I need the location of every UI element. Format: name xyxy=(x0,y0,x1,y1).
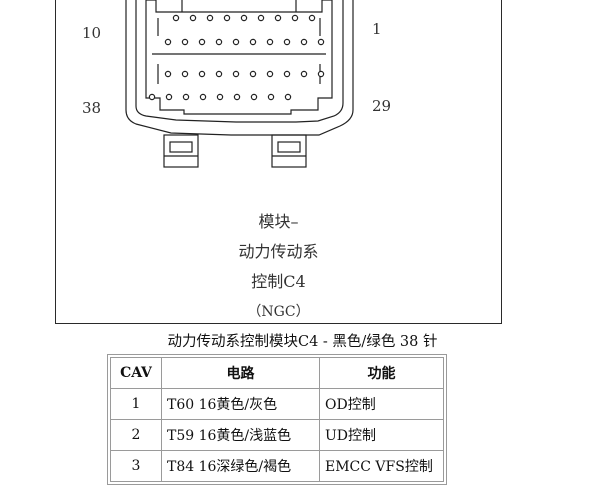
pin-hole xyxy=(266,38,274,46)
pin-hole xyxy=(266,70,274,78)
pin-hole xyxy=(249,38,257,46)
pin-hole xyxy=(198,70,206,78)
module-label-line-1: 模块– xyxy=(258,212,299,231)
function-cell: OD控制 xyxy=(319,388,444,420)
pin-hole xyxy=(181,70,189,78)
pin-label-29: 29 xyxy=(372,97,392,115)
pin-hole xyxy=(308,14,316,22)
pin-hole xyxy=(215,70,223,78)
module-label-line-4: （NGC） xyxy=(247,304,310,320)
pin-hole xyxy=(249,70,257,78)
header-function: 功能 xyxy=(319,357,444,389)
pin-hole xyxy=(165,93,173,101)
table-row: 1 T60 16黄色/灰色 OD控制 xyxy=(110,388,444,420)
table-header-row: CAV 电路 功能 xyxy=(110,357,444,389)
module-label-line-3: 控制C4 xyxy=(251,272,306,291)
pin-label-1: 1 xyxy=(372,20,382,38)
pin-hole xyxy=(148,93,156,101)
table-row: 3 T84 16深绿色/褐色 EMCC VFS控制 xyxy=(110,450,444,482)
pin-hole xyxy=(317,38,325,46)
cav-cell: 1 xyxy=(110,388,162,420)
pin-hole xyxy=(257,14,265,22)
pin-label-38: 38 xyxy=(82,99,102,117)
pin-hole xyxy=(182,93,190,101)
left-lock-tab xyxy=(163,134,199,168)
pin-hole xyxy=(274,14,282,22)
header-cav: CAV xyxy=(110,357,162,389)
pin-hole xyxy=(181,38,189,46)
connector-inner-shell xyxy=(135,0,344,123)
pin-hole xyxy=(216,93,224,101)
pin-label-10: 10 xyxy=(82,24,102,42)
pin-hole xyxy=(300,38,308,46)
pin-hole xyxy=(232,70,240,78)
pin-hole xyxy=(283,70,291,78)
pin-cavity-frame xyxy=(145,0,333,115)
right-lock-tab xyxy=(271,134,307,168)
circuit-cell: T60 16黄色/灰色 xyxy=(161,388,320,420)
connector-figure: 10 1 38 29 模块– 动力传动系 控制C4 （NGC） xyxy=(55,0,502,324)
function-cell: UD控制 xyxy=(319,419,444,451)
function-cell: EMCC VFS控制 xyxy=(319,450,444,482)
pin-hole xyxy=(164,38,172,46)
pin-hole xyxy=(189,14,197,22)
pin-hole xyxy=(164,70,172,78)
pin-hole xyxy=(198,38,206,46)
pin-hole xyxy=(267,93,275,101)
pin-hole xyxy=(240,14,248,22)
pin-hole xyxy=(172,14,180,22)
pin-hole xyxy=(250,93,258,101)
pin-hole xyxy=(223,14,231,22)
pin-hole xyxy=(291,14,299,22)
connector-drawing xyxy=(125,0,354,168)
table-row: 2 T59 16黄色/浅蓝色 UD控制 xyxy=(110,419,444,451)
pin-hole xyxy=(232,38,240,46)
circuit-cell: T84 16深绿色/褐色 xyxy=(161,450,320,482)
pin-hole xyxy=(206,14,214,22)
header-circuit: 电路 xyxy=(161,357,320,389)
pin-hole xyxy=(215,38,223,46)
circuit-cell: T59 16黄色/浅蓝色 xyxy=(161,419,320,451)
cav-cell: 3 xyxy=(110,450,162,482)
pin-hole xyxy=(300,70,308,78)
figure-caption: 动力传动系控制模块C4 - 黑色/绿色 38 针 xyxy=(167,334,438,350)
pin-hole xyxy=(317,70,325,78)
pin-hole xyxy=(283,38,291,46)
pin-hole xyxy=(284,93,292,101)
module-label-line-2: 动力传动系 xyxy=(238,242,319,261)
cav-cell: 2 xyxy=(110,419,162,451)
pin-hole xyxy=(233,93,241,101)
pin-hole xyxy=(199,93,207,101)
pinout-table: CAV 电路 功能 1 T60 16黄色/灰色 OD控制 2 T59 16黄色/… xyxy=(107,354,447,485)
connector-outer-shell xyxy=(125,0,354,136)
